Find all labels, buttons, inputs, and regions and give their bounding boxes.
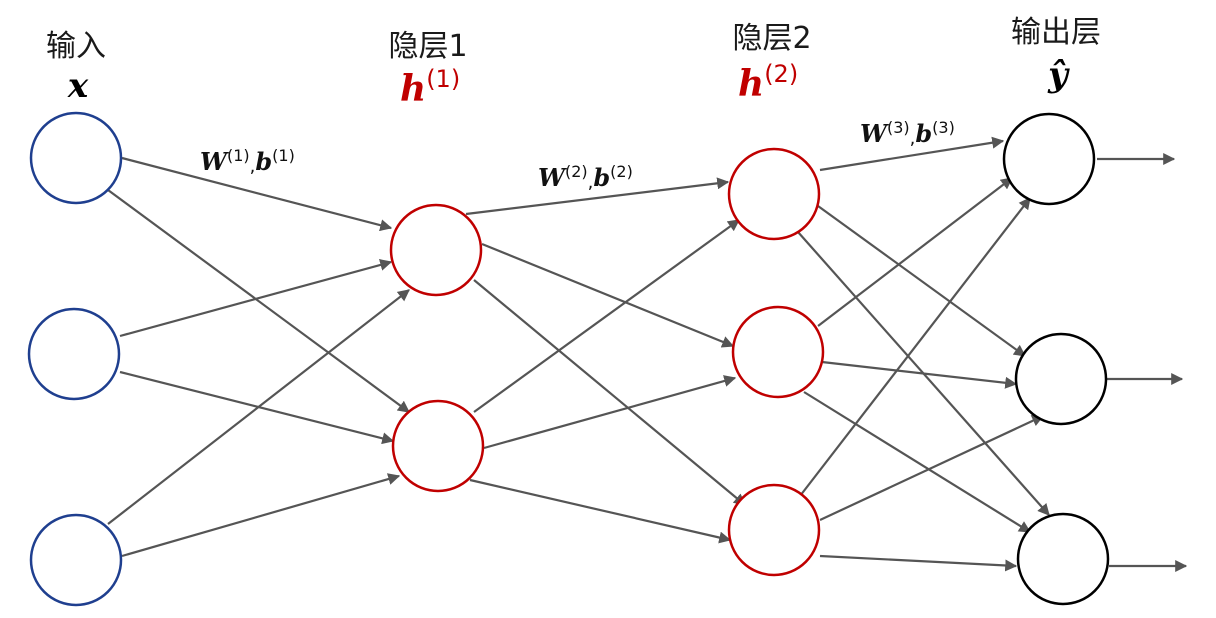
hidden-layer-1-title: 隐层1 [388, 29, 467, 64]
edge-h1b-h2c [469, 478, 732, 544]
output-layer-title: 输出层 [1011, 15, 1101, 50]
edge-h2a-ya [819, 136, 1005, 172]
input-node-2 [27, 307, 121, 401]
input-node-1 [29, 111, 123, 205]
output-node-3 [1016, 512, 1110, 606]
hidden-layer-2-superscript: (2) [764, 60, 798, 88]
weight-2-w-superscript: (2) [565, 162, 588, 181]
hidden-layer-1-symbol-letter: h [400, 68, 426, 110]
input-node-3 [29, 513, 123, 607]
output-node-1 [1002, 112, 1096, 206]
weight-1-b-superscript: (1) [272, 146, 295, 165]
hidden-layer-1-superscript: (1) [426, 65, 460, 93]
hidden-1-node-2 [391, 399, 485, 493]
edge-h2b-yc [803, 391, 1032, 533]
hidden-layer-2-symbol: h(2) [738, 60, 798, 105]
edge-x2-h1a [119, 259, 393, 338]
edge-x3-h1b [121, 473, 401, 558]
weight-3-separator: , [910, 128, 916, 149]
edge-x2-h1b [119, 370, 395, 445]
weight-label-2: W(2),b(2) [538, 162, 633, 193]
weight-3-w: W [860, 119, 889, 148]
weight-3-w-superscript: (3) [887, 118, 910, 137]
hidden-1-node-1 [389, 203, 483, 297]
weight-3-b: b [915, 119, 932, 148]
weight-3-b-superscript: (3) [932, 118, 955, 137]
edge-h1a-h2c [473, 279, 746, 506]
hidden-layer-2-symbol-letter: h [738, 63, 764, 105]
edge-h2b-ya [817, 177, 1013, 327]
hidden-2-node-2 [731, 305, 825, 399]
edge-h1a-h2a [465, 177, 730, 216]
output-symbol-letter: ŷ [1047, 55, 1070, 95]
weight-1-b: b [255, 147, 272, 176]
output-node-2 [1014, 332, 1108, 426]
input-symbol: x [67, 66, 89, 106]
edge-x3-h1a [107, 289, 410, 525]
input-layer-title: 输入 [46, 29, 106, 64]
edge-h2c-yc [819, 554, 1018, 572]
hidden-2-node-3 [727, 483, 821, 577]
input-symbol-letter: x [67, 66, 89, 106]
edge-h2c-ya [799, 197, 1031, 497]
weight-2-b: b [593, 163, 610, 192]
edge-h1b-h2a [473, 219, 740, 413]
weight-label-3: W(3),b(3) [860, 118, 955, 149]
weight-1-separator: , [250, 156, 256, 177]
weight-1-w-superscript: (1) [227, 146, 250, 165]
weight-2-w: W [538, 163, 567, 192]
edge-x1-h1b [107, 189, 410, 413]
output-symbol: ŷ [1047, 55, 1070, 95]
edge-h2c-yb [819, 415, 1045, 521]
edge-h2a-yb [817, 205, 1026, 357]
hidden-layer-1-symbol: h(1) [400, 65, 460, 110]
edge-x1-h1a [121, 156, 393, 232]
weight-2-separator: , [588, 172, 594, 193]
edge-h1b-h2b [483, 375, 737, 450]
weight-2-b-superscript: (2) [610, 162, 633, 181]
hidden-layer-2-title: 隐层2 [732, 21, 811, 56]
edge-h2b-yb [821, 360, 1018, 389]
weight-1-w: W [200, 147, 229, 176]
weight-label-1: W(1),b(1) [200, 146, 295, 177]
hidden-2-node-1 [727, 147, 821, 241]
edge-h1a-h2b [481, 242, 735, 348]
